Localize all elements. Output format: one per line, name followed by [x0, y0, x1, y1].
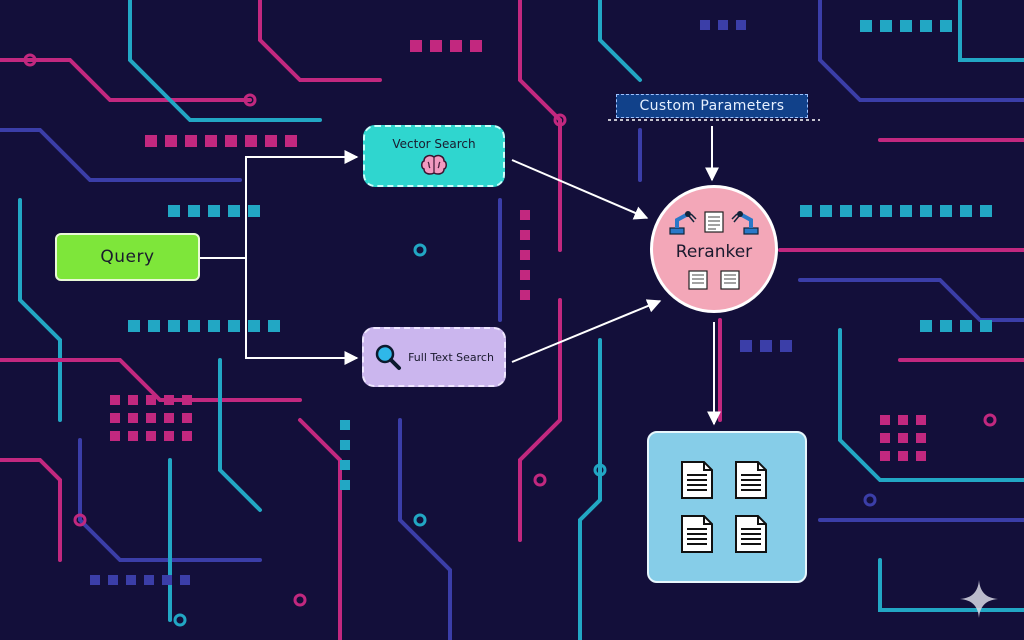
- document-icon: [720, 270, 740, 290]
- reranker-label: Reranker: [675, 242, 753, 262]
- document-icon: [704, 211, 724, 233]
- document-icon: [681, 515, 713, 553]
- full-text-search-label: Full Text Search: [408, 350, 494, 364]
- full-text-search-node: Full Text Search: [362, 327, 506, 387]
- edge-vector-to-reranker: [511, 159, 649, 220]
- results-node: [647, 431, 807, 583]
- custom-parameters-node: Custom Parameters: [616, 94, 808, 118]
- document-stack-icon: [680, 460, 774, 554]
- robot-arm-icon: [669, 211, 697, 235]
- vector-search-label: Vector Search: [392, 136, 476, 151]
- robot-arm-icon: [731, 211, 759, 235]
- edge-query-to-vector: [245, 150, 359, 258]
- document-icon: [688, 270, 708, 290]
- vector-search-node: Vector Search: [363, 125, 505, 187]
- magnifier-icon: [375, 344, 402, 370]
- reranker-node: Reranker: [650, 185, 778, 313]
- sparkle-icon: [960, 580, 998, 618]
- document-icon: [735, 515, 767, 553]
- document-icon: [735, 461, 767, 499]
- query-node: Query: [55, 233, 200, 281]
- query-label: Query: [100, 247, 155, 267]
- document-icon: [681, 461, 713, 499]
- edge-query-to-fulltext: [245, 258, 359, 365]
- brain-icon: [421, 154, 447, 175]
- edge-fulltext-to-reranker: [511, 299, 662, 363]
- custom-parameters-label: Custom Parameters: [639, 98, 785, 114]
